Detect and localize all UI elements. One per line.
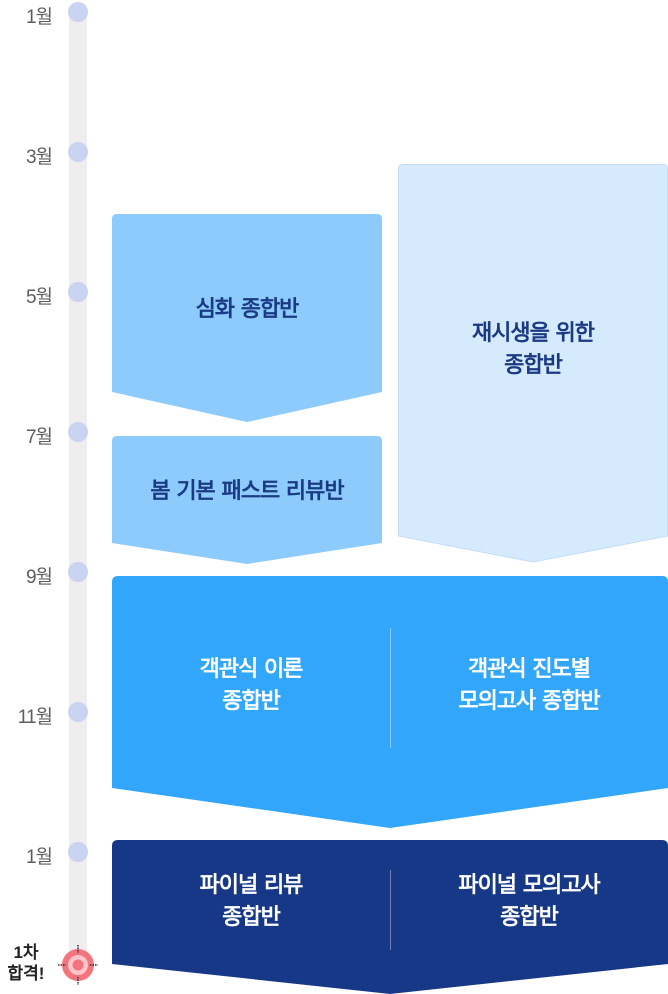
course-final-mock: 파이널 모의고사 종합반 (458, 873, 600, 930)
course-advanced: 심화 종합반 (112, 214, 382, 424)
timeline-dot (68, 2, 88, 22)
course-final-review: 파이널 리뷰 종합반 (199, 873, 304, 930)
goal-label: 1차 합격! (7, 943, 45, 983)
month-label-jul: 7월 (25, 427, 53, 448)
target-icon (58, 945, 98, 985)
month-label-mar: 3월 (25, 147, 53, 168)
timeline-dot (68, 142, 88, 162)
month-label-sep: 9월 (25, 567, 53, 588)
course-spring-review: 봄 기본 패스트 리뷰반 (112, 436, 382, 566)
course-final-group: 파이널 리뷰 종합반 파이널 모의고사 종합반 (112, 840, 668, 994)
timeline-dot (68, 562, 88, 582)
course-objective-group: 객관식 이론 종합반 객관식 진도별 모의고사 종합반 (112, 576, 668, 830)
timeline-dot (68, 842, 88, 862)
timeline-dot (68, 282, 88, 302)
month-label-may: 5월 (25, 287, 53, 308)
divider (390, 628, 391, 748)
month-label-jan-next: 1월 (25, 847, 53, 868)
month-label-nov: 11월 (17, 707, 53, 728)
month-label-jan: 1월 (25, 7, 53, 28)
timeline-dot (68, 422, 88, 442)
timeline-track (69, 10, 87, 965)
course-objective-mock: 객관식 진도별 모의고사 종합반 (458, 657, 600, 714)
course-objective-theory: 객관식 이론 종합반 (199, 657, 304, 714)
course-repeater: 재시생을 위한 종합반 (398, 164, 668, 564)
divider (390, 870, 391, 950)
timeline-dot (68, 702, 88, 722)
